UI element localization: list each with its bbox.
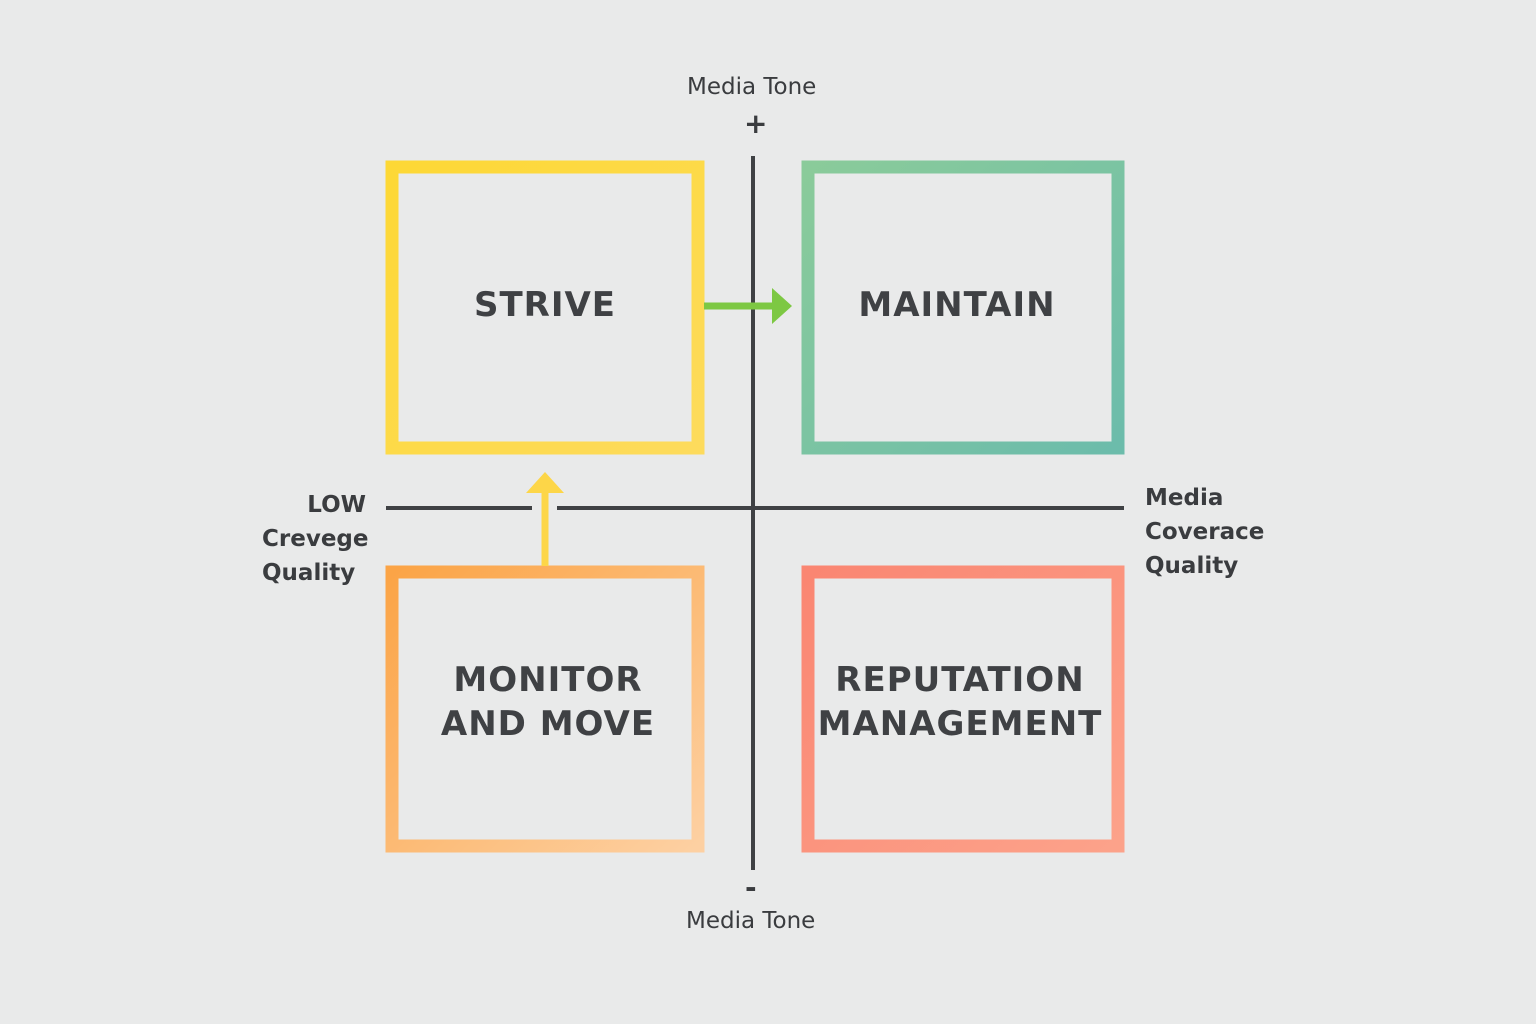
vertical-axis-bottom-label: Media Tone	[686, 908, 816, 934]
left-label-line-2: Crevege	[262, 526, 369, 552]
horizontal-axis-left-label: LOW Crevege Quality	[262, 488, 369, 590]
left-label-line-3: Quality	[262, 560, 356, 586]
monitor-title-line-1: MONITOR	[453, 660, 643, 700]
right-label-line-2: Coverace	[1145, 519, 1265, 545]
horizontal-axis-right-label: Media Coverace Quality	[1145, 481, 1264, 583]
maintain-title-line-1: MAINTAIN	[858, 284, 1056, 325]
reputation-management-title: REPUTATION MANAGEMENT	[818, 658, 1103, 746]
maintain-box-border	[801, 160, 1125, 455]
reputation-title-line-2: MANAGEMENT	[817, 704, 1103, 744]
strive-box-border	[385, 160, 705, 455]
reputation-box-border	[801, 565, 1125, 853]
maintain-title: MAINTAIN	[858, 283, 1055, 327]
vertical-axis-plus-sign: +	[744, 107, 768, 140]
quadrant-monitor-and-move: MONITOR AND MOVE	[392, 566, 704, 852]
reputation-title-line-1: REPUTATION	[835, 660, 1085, 700]
quadrant-strive: STRIVE	[386, 161, 704, 454]
monitor-box-border	[385, 565, 705, 853]
left-label-line-1: LOW	[307, 492, 366, 518]
right-label-line-3: Quality	[1145, 553, 1239, 579]
quadrant-maintain: MAINTAIN	[802, 161, 1112, 454]
vertical-axis-top-label: Media Tone	[687, 74, 817, 100]
strive-title: STRIVE	[474, 283, 616, 327]
monitor-title-line-2: AND MOVE	[440, 704, 656, 744]
monitor-and-move-title: MONITOR AND MOVE	[441, 658, 655, 746]
vertical-axis-minus-sign: -	[745, 871, 757, 904]
monitor-to-strive-arrow-head	[526, 472, 564, 493]
right-label-line-1: Media	[1145, 485, 1224, 511]
strive-title-line-1: STRIVE	[473, 284, 617, 325]
strive-to-maintain-arrow-head	[772, 288, 792, 324]
quadrant-reputation-management: REPUTATION MANAGEMENT	[802, 566, 1118, 852]
